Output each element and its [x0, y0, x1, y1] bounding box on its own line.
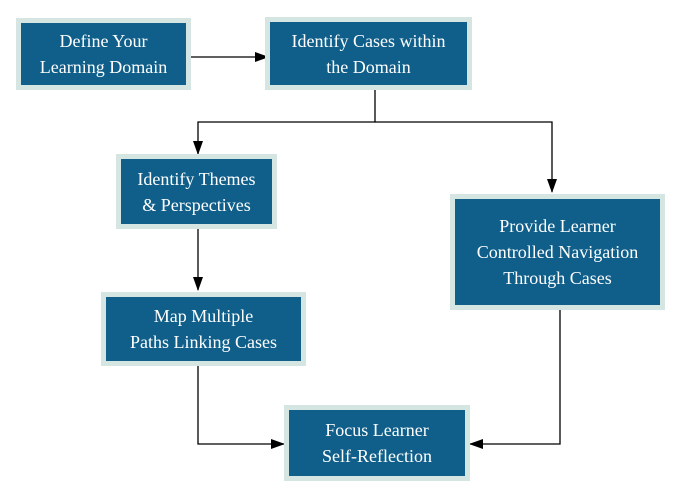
edge-cases-to-navigation: [375, 121, 557, 193]
node-map-paths: Map Multiple Paths Linking Cases: [101, 292, 306, 366]
node-focus-reflection-line1: Focus Learner: [325, 420, 429, 440]
node-provide-navigation-line1: Provide Learner: [499, 216, 616, 236]
node-provide-navigation-line3: Through Cases: [503, 268, 612, 288]
node-define-domain-line2: Learning Domain: [39, 57, 168, 77]
node-map-paths-line2: Paths Linking Cases: [130, 332, 277, 352]
node-provide-navigation-line2: Controlled Navigation: [476, 242, 639, 262]
node-identify-cases: Identify Cases within the Domain: [265, 17, 472, 90]
node-define-domain: Define Your Learning Domain: [16, 18, 191, 90]
node-identify-themes: Identify Themes & Perspectives: [116, 154, 277, 229]
edge-cases-to-themes: [193, 90, 376, 155]
node-identify-themes-line2: & Perspectives: [142, 194, 251, 215]
node-identify-themes-line1: Identify Themes: [137, 168, 256, 189]
node-provide-navigation: Provide Learner Controlled Navigation Th…: [450, 194, 665, 310]
edge-map-to-focus: [197, 366, 285, 449]
node-identify-cases-line1: Identify Cases within: [291, 30, 446, 51]
node-focus-reflection: Focus Learner Self-Reflection: [284, 405, 470, 481]
node-identify-cases-line2: the Domain: [326, 56, 411, 77]
edge-navigation-to-focus: [469, 310, 561, 449]
node-focus-reflection-line2: Self-Reflection: [322, 446, 432, 466]
node-define-domain-line1: Define Your: [59, 31, 148, 51]
node-map-paths-line1: Map Multiple: [153, 306, 254, 326]
